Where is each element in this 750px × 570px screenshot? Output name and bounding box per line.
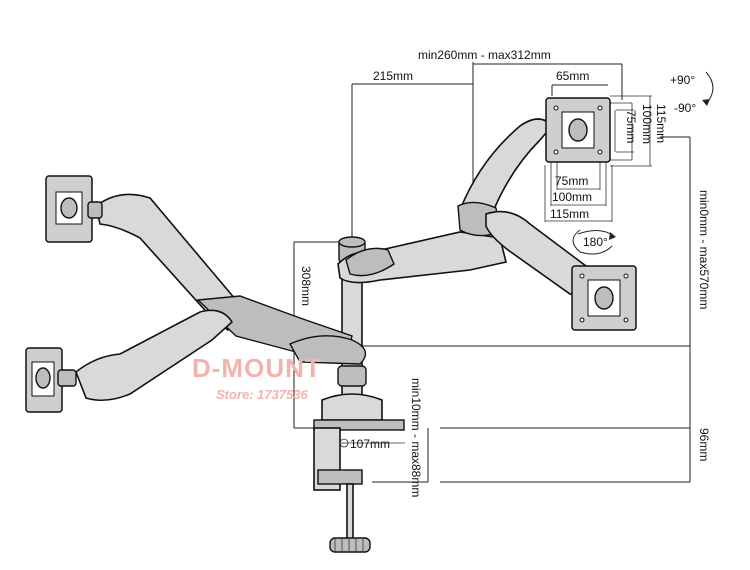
left-bottom-monitor-plate xyxy=(25,347,77,413)
left-lower-arm xyxy=(75,309,234,402)
vesa-100-horizontal-label: 100mm xyxy=(552,190,592,204)
right-bottom-monitor-plate xyxy=(571,265,637,331)
pole-offset-label: 215mm xyxy=(373,69,413,83)
extension-label: min260mm - max312mm xyxy=(418,48,551,62)
plate-total-width-label: 115mm xyxy=(550,207,589,221)
diameter-marker xyxy=(339,438,405,448)
plate-height-label: 115mm xyxy=(654,104,668,143)
clamp-range-label: min10mm - max88mm xyxy=(409,378,423,497)
vesa-vertical-dimensions xyxy=(600,95,652,167)
pole-diameter-label: 107mm xyxy=(350,437,390,451)
right-upper-arm xyxy=(457,118,554,237)
plate-width-dimension xyxy=(551,84,608,96)
watermark-brand: D-MOUNT xyxy=(192,353,322,383)
right-lower-arm xyxy=(337,231,507,284)
vesa-horizontal-dimensions xyxy=(544,160,613,222)
right-top-monitor-plate xyxy=(545,97,611,163)
vesa-75-vertical-label: 75mm xyxy=(624,110,638,143)
clamp xyxy=(313,393,405,553)
arm-height-label: 308mm xyxy=(299,266,313,306)
base-height-label: 96mm xyxy=(697,428,711,461)
swivel-label: 180° xyxy=(583,235,608,249)
height-range-dimension xyxy=(352,136,691,483)
swivel-arrow-icon xyxy=(572,229,616,255)
clamp-range-dimension xyxy=(372,428,429,483)
pole-offset-dimension xyxy=(351,83,473,240)
left-top-monitor-plate xyxy=(45,175,103,243)
tilt-down-label: -90° xyxy=(674,101,696,115)
extension-dimension xyxy=(472,62,623,200)
vesa-100-vertical-label: 100mm xyxy=(640,104,654,144)
plate-width-label: 65mm xyxy=(556,69,589,83)
vesa-75-horizontal-label: 75mm xyxy=(555,174,588,188)
height-range-label: min0mm - max570mm xyxy=(697,190,711,309)
left-upper-arm xyxy=(95,193,367,365)
tilt-up-label: +90° xyxy=(670,73,695,87)
tilt-arrow-icon xyxy=(702,71,714,106)
watermark-store: Store: 1737536 xyxy=(216,387,309,402)
